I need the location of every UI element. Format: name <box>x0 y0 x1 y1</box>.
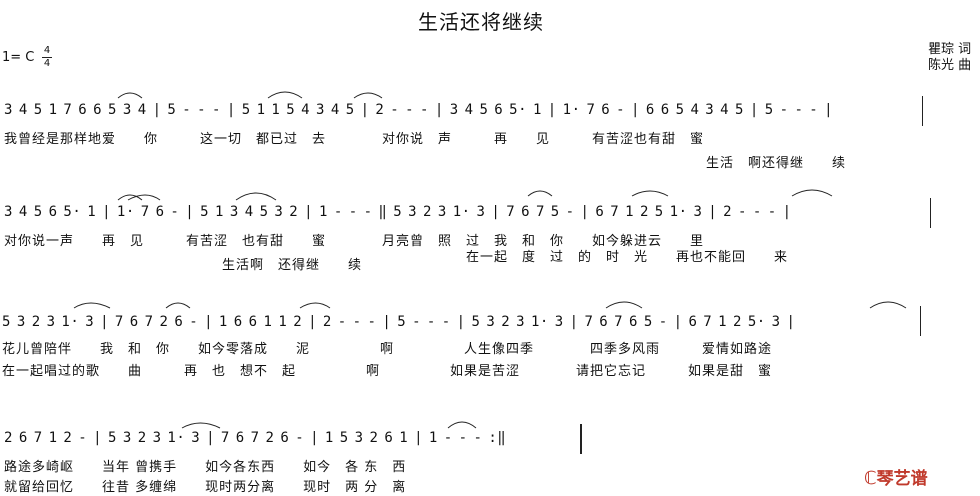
notation-line: 2 6 7 1 2 - | 5 3 2 3 1· 3 | 7 6 7 2 6 -… <box>4 430 507 446</box>
lyricist-credit: 瞿琮 词 <box>928 42 972 57</box>
site-logo: ℂ琴艺谱 <box>864 464 928 489</box>
barline <box>922 96 923 126</box>
key-signature: 1= C <box>2 50 35 65</box>
time-signature: 4 4 <box>42 46 52 69</box>
lyric-verse-1: 对你说一声 再 见 有苦涩 也有甜 蜜 月亮曾 照 过 我 和 你 如今躲进云 … <box>4 234 705 249</box>
lyric-verse-2-b: 在一起 度 过 的 时 光 再也不能回 来 <box>466 250 789 265</box>
lyric-verse-2: 就留给回忆 往昔 多缠绵 现时两分离 现时 两 分 离 <box>4 480 407 495</box>
time-signature-top: 4 <box>43 45 51 56</box>
notation-line: 3 4 5 6 5· 1 | 1· 7 6 - | 5 1 3 4 5 3 2 … <box>4 204 792 220</box>
logo-mark-icon: ℂ <box>864 468 877 489</box>
lyric-verse-2: 在一起唱过的歌 曲 再 也 想不 起 啊 如果是苦涩 请把它忘记 如果是甜 蜜 <box>2 364 773 379</box>
lyric-verse-1: 我曾经是那样地爱 你 这一切 都已过 去 对你说 声 再 见 有苦涩也有甜 蜜 <box>4 132 705 147</box>
final-barline <box>580 424 582 454</box>
notation-line: 3 4 5 1 7 6 6 5 3 4 | 5 - - - | 5 1 1 5 … <box>4 102 834 118</box>
song-title: 生活还将继续 <box>418 10 544 34</box>
lyric-verse-2: 生活 啊还得继 续 <box>706 156 847 171</box>
lyric-verse-2: 生活啊 还得继 续 <box>222 258 363 273</box>
notation-line: 5 3 2 3 1· 3 | 7 6 7 2 6 - | 1 6 6 1 1 2… <box>2 314 796 330</box>
logo-text: 琴艺谱 <box>876 469 928 489</box>
lyric-verse-1: 花儿曾陪伴 我 和 你 如今零落成 泥 啊 人生像四季 四季多风雨 爱情如路途 <box>2 342 773 357</box>
time-signature-bottom: 4 <box>43 58 51 69</box>
lyric-verse-1: 路途多崎岖 当年 曾携手 如今各东西 如今 各 东 西 <box>4 460 407 475</box>
composer-credit: 陈光 曲 <box>928 58 972 73</box>
barline <box>930 198 931 228</box>
barline <box>920 306 921 336</box>
